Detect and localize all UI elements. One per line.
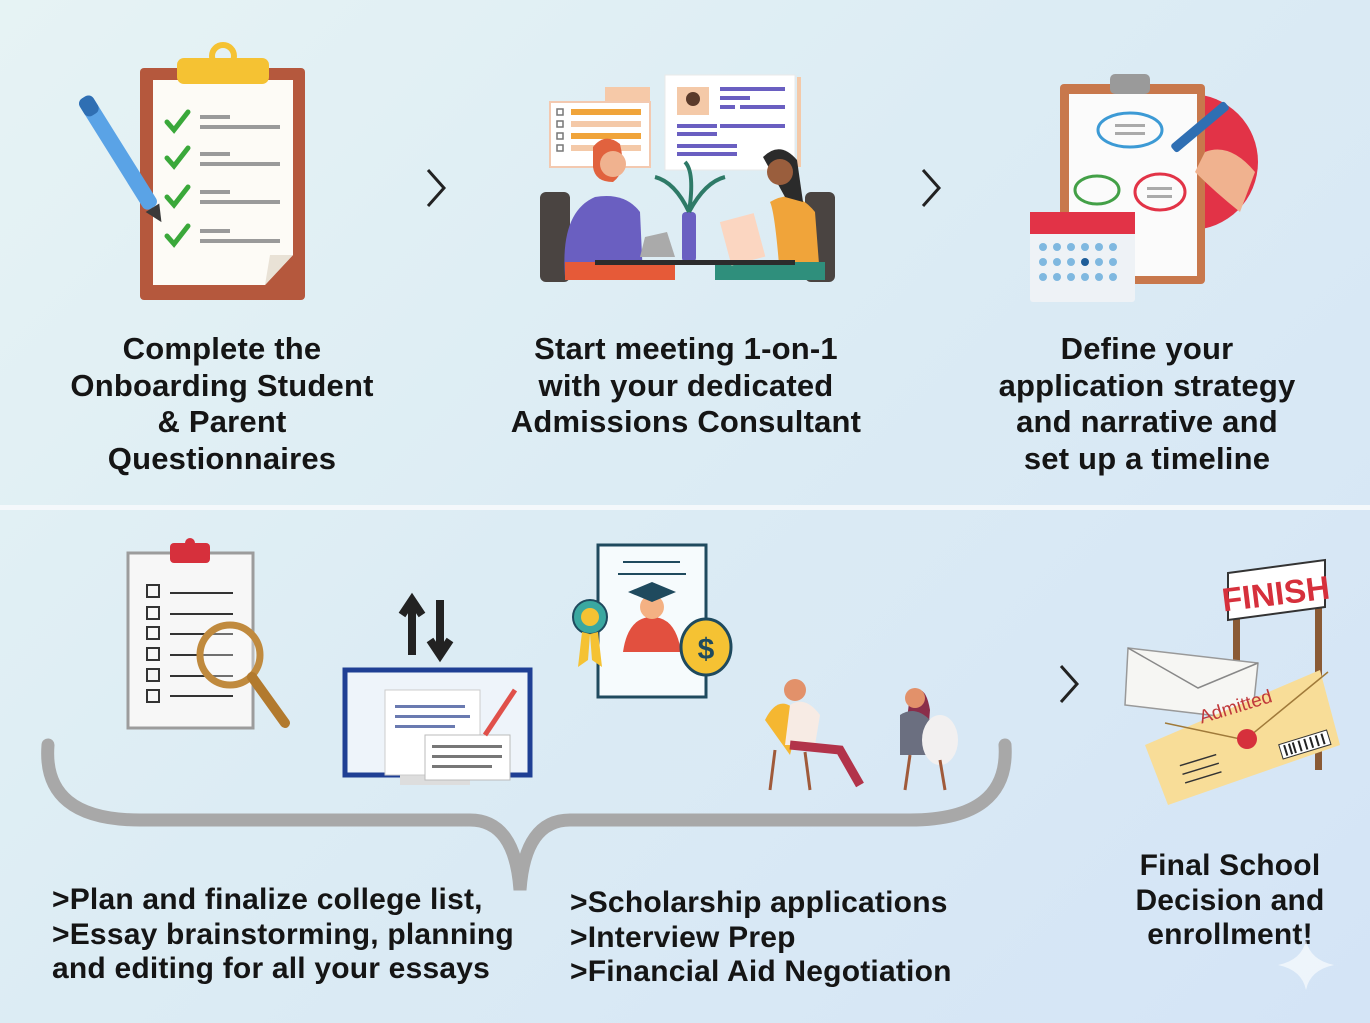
strategy-calendar-icon xyxy=(1030,74,1258,302)
chevron-right-icon xyxy=(915,162,945,210)
scholarship-certificate-icon: $ xyxy=(572,543,733,699)
step-1-text: Complete the Onboarding Student & Parent… xyxy=(22,331,422,477)
task-line: >Plan and finalize college list, xyxy=(52,883,483,916)
chevron-right-icon xyxy=(1053,658,1083,706)
step-1-line: Onboarding Student xyxy=(70,367,374,403)
step-1-line: Questionnaires xyxy=(107,440,337,476)
final-step-line: Decision and xyxy=(1135,883,1325,917)
step-2-line: Admissions Consultant xyxy=(510,404,862,439)
task-line: >Interview Prep xyxy=(570,920,796,954)
task-line: >Scholarship applications xyxy=(570,886,948,919)
step-3-line: application strategy xyxy=(998,367,1296,403)
task-line: >Financial Aid Negotiation xyxy=(570,955,952,988)
step-1-line: & Parent xyxy=(157,404,287,439)
task-line: >Essay brainstorming, planning xyxy=(52,917,514,951)
section-divider xyxy=(0,505,1370,510)
step-3-line: set up a timeline xyxy=(1023,440,1271,476)
essay-editing-computer-icon xyxy=(342,592,533,785)
step-2-text: Start meeting 1-on-1 with your dedicated… xyxy=(476,331,896,441)
college-essay-tasks: >Plan and finalize college list, >Essay … xyxy=(52,883,514,987)
final-step-text: Final School Decision and enrollment! xyxy=(1100,849,1360,953)
final-step-line: Final School xyxy=(1139,849,1321,882)
step-2-line: Start meeting 1-on-1 xyxy=(534,331,838,366)
clipboard-checklist-icon xyxy=(79,42,305,300)
task-line: and editing for all your essays xyxy=(52,952,490,985)
step-3-line: Define your xyxy=(1060,331,1234,366)
sparkle-icon xyxy=(1278,940,1334,990)
step-3-line: and narrative and xyxy=(1016,404,1278,439)
interview-prep-icon xyxy=(765,679,958,791)
chevron-right-icon xyxy=(420,162,450,210)
svg-text:$: $ xyxy=(698,633,715,666)
curly-brace-connector xyxy=(41,738,1012,891)
step-1-line: Complete the xyxy=(122,331,322,366)
step-3-text: Define your application strategy and nar… xyxy=(947,331,1347,477)
consultation-meeting-icon xyxy=(540,74,835,282)
college-list-search-icon xyxy=(126,538,290,730)
step-2-line: with your dedicated xyxy=(538,367,834,403)
finish-admitted-icon: FINISH Admitted xyxy=(1124,558,1340,805)
final-step-line: enrollment! xyxy=(1147,918,1313,951)
scholarship-interview-tasks: >Scholarship applications >Interview Pre… xyxy=(570,886,952,990)
